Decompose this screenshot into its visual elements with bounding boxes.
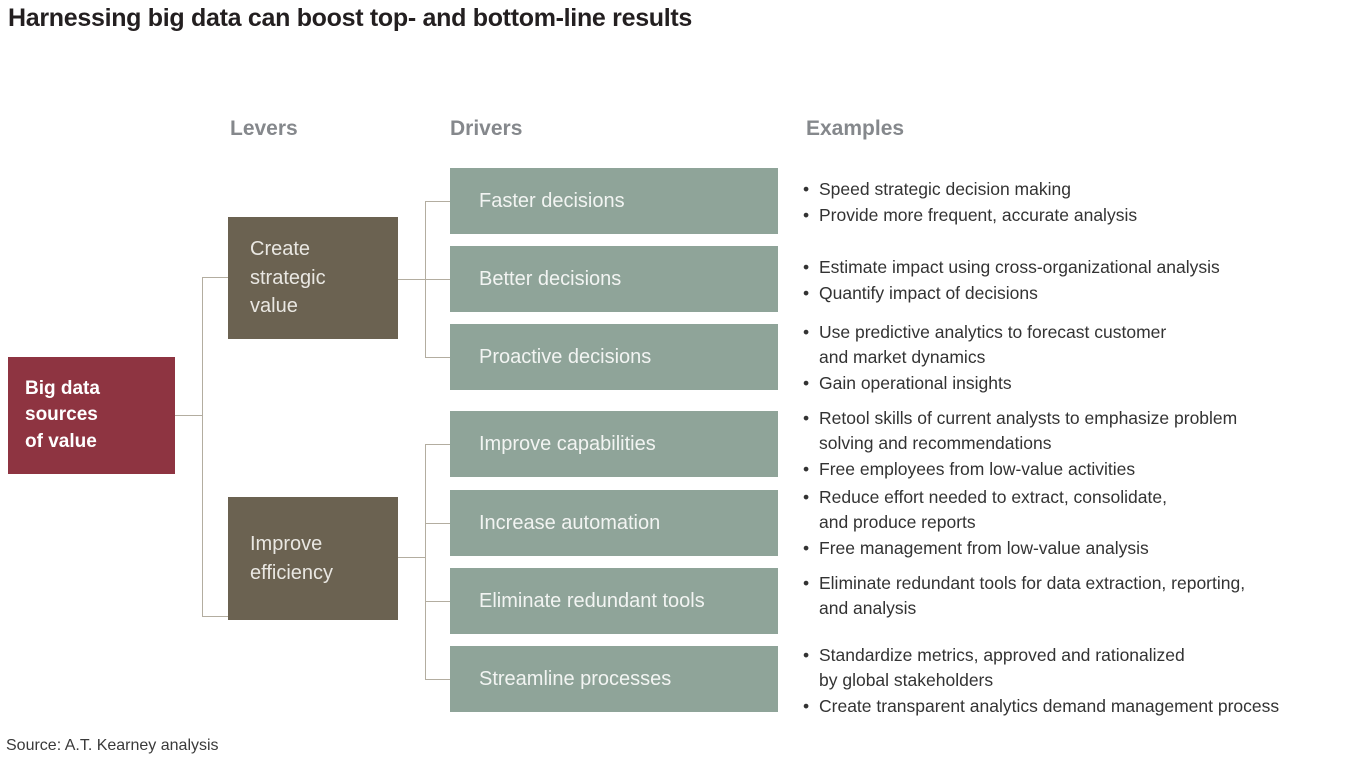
example-bullet: • Free management from low-value analysis [800,536,1370,561]
bullet-icon: • [803,179,810,199]
example-bullet: • Estimate impact using cross-organizatio… [800,255,1370,280]
example-bullet-text: Estimate impact using cross-organization… [819,257,1220,277]
example-bullet: • Speed strategic decision making [800,177,1370,202]
examples-group-better-decisions: • Estimate impact using cross-organizatio… [800,255,1370,307]
connector-lever-2-to-driver-6 [425,601,450,602]
driver-box-streamline-processes[interactable]: Streamline processes [450,646,778,712]
driver-box-label: Faster decisions [479,189,625,212]
examples-list: • Use predictive analytics to forecast cu… [800,320,1370,397]
example-bullet: • Standardize metrics, approved and ratio… [800,643,1370,693]
bullet-icon: • [803,645,810,665]
bullet-icon: • [803,373,810,394]
column-header-examples: Examples [806,117,905,140]
bullet-icon: • [803,283,810,304]
connector-lever-2-to-driver-5 [425,523,450,524]
examples-list: • Estimate impact using cross-organizatio… [800,255,1370,306]
bullet-icon: • [803,408,810,428]
driver-box-label: Increase automation [479,511,661,534]
example-bullet: • Create transparent analytics demand man… [800,694,1370,719]
example-bullet-text: Gain operational insights [819,373,1012,394]
connector-lever-2-spine [425,444,426,679]
examples-list: • Standardize metrics, approved and ratio… [800,643,1370,720]
connector-lever-1-stub [398,279,425,280]
examples-group-improve-capabilities: • Retool skills of current analysts to em… [800,406,1370,484]
example-bullet: • Use predictive analytics to forecast cu… [800,320,1370,370]
example-bullet-text: Provide more frequent, accurate analysis [819,205,1138,226]
bullet-icon: • [803,205,810,226]
bullet-icon: • [803,487,810,507]
driver-box-label: Streamline processes [479,667,672,690]
driver-box-faster-decisions[interactable]: Faster decisions [450,168,778,234]
example-bullet-text: Use predictive analytics to forecast cus… [819,322,1167,368]
example-bullet: • Eliminate redundant tools for data extr… [800,571,1370,621]
page-title: Harnessing big data can boost top- and b… [8,4,693,32]
connector-lever-1-to-driver-3 [425,357,450,358]
source-note: Source: A.T. Kearney analysis [6,737,219,754]
bullet-icon: • [803,257,810,277]
driver-box-eliminate-redundant-tools[interactable]: Eliminate redundant tools [450,568,778,634]
driver-box-label: Improve capabilities [479,432,656,455]
examples-list: • Eliminate redundant tools for data extr… [800,571,1370,621]
driver-box-label: Eliminate redundant tools [479,589,705,612]
driver-box-increase-automation[interactable]: Increase automation [450,490,778,556]
connector-lever-1-to-driver-1 [425,201,450,202]
connector-lever-1-to-driver-2 [425,279,450,280]
driver-box-label: Better decisions [479,267,622,290]
root-node-big-data-sources-of-value[interactable]: Big data sources of value [8,357,175,474]
example-bullet: • Quantify impact of decisions [800,281,1370,306]
example-bullet-text: Free management from low-value analysis [819,538,1149,559]
connector-lever-2-to-driver-4 [425,444,450,445]
driver-box-proactive-decisions[interactable]: Proactive decisions [450,324,778,390]
lever-box-label: Improve efficiency [250,533,334,584]
examples-group-proactive-decisions: • Use predictive analytics to forecast cu… [800,320,1370,398]
root-node-label: Big data sources of value [25,378,100,452]
connector-root-stub [175,415,202,416]
lever-box-label: Create strategic value [250,238,326,318]
example-bullet-text: Speed strategic decision making [819,179,1071,199]
bullet-icon: • [803,538,810,559]
column-header-drivers: Drivers [450,117,523,140]
example-bullet: • Gain operational insights [800,371,1370,396]
lever-box-improve-efficiency[interactable]: Improve efficiency [228,497,398,620]
driver-box-label: Proactive decisions [479,345,652,368]
example-bullet: • Provide more frequent, accurate analysi… [800,203,1370,228]
driver-box-better-decisions[interactable]: Better decisions [450,246,778,312]
examples-list: • Reduce effort needed to extract, consol… [800,485,1370,562]
examples-group-eliminate-redundant-tools: • Eliminate redundant tools for data extr… [800,571,1370,622]
examples-group-increase-automation: • Reduce effort needed to extract, consol… [800,485,1370,563]
example-bullet-text: Reduce effort needed to extract, consoli… [819,487,1167,533]
lever-box-create-strategic-value[interactable]: Create strategic value [228,217,398,339]
bullet-icon: • [803,322,810,342]
example-bullet-text: Quantify impact of decisions [819,283,1038,304]
example-bullet-text: Standardize metrics, approved and ration… [819,645,1185,691]
example-bullet-text: Eliminate redundant tools for data extra… [819,573,1246,619]
bullet-icon: • [803,459,810,480]
example-bullet: • Free employees from low-value activitie… [800,457,1370,482]
example-bullet-text: Retool skills of current analysts to emp… [819,408,1238,454]
connector-root-to-lever-2 [202,616,228,617]
connector-lever-2-stub [398,557,425,558]
example-bullet: • Reduce effort needed to extract, consol… [800,485,1370,535]
connector-lever-2-to-driver-7 [425,679,450,680]
examples-list: • Speed strategic decision making • Provide… [800,177,1370,228]
driver-box-improve-capabilities[interactable]: Improve capabilities [450,411,778,477]
examples-list: • Retool skills of current analysts to em… [800,406,1370,483]
example-bullet-text: Create transparent analytics demand mana… [819,696,1280,717]
connector-root-to-lever-1 [202,277,228,278]
example-bullet: • Retool skills of current analysts to em… [800,406,1370,456]
examples-group-faster-decisions: • Speed strategic decision making • Provide… [800,177,1370,229]
bullet-icon: • [803,573,810,593]
connector-root-spine [202,277,203,616]
bullet-icon: • [803,696,810,717]
example-bullet-text: Free employees from low-value activities [819,459,1136,480]
column-header-levers: Levers [230,117,298,140]
examples-group-streamline-processes: • Standardize metrics, approved and ratio… [800,643,1370,721]
